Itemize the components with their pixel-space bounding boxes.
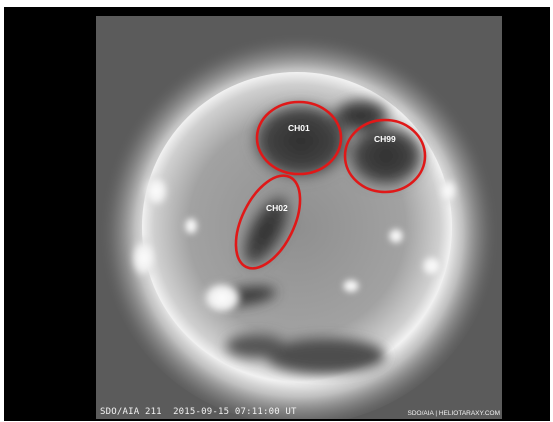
solar-image-panel: CH01 CH99 CH02 SDO/AIA 211 2015-09-15 07… (96, 16, 502, 419)
region-label-ch02: CH02 (266, 203, 288, 213)
sun-disk-illustration: CH01 CH99 CH02 (99, 25, 499, 419)
region-label-ch99: CH99 (374, 134, 396, 144)
timestamp-caption: 2015-09-15 07:11:00 UT (173, 407, 297, 417)
instrument-caption: SDO/AIA 211 (100, 407, 162, 417)
region-ellipse-ch01 (255, 100, 343, 176)
region-label-ch01: CH01 (288, 123, 310, 133)
active-region-brightening (130, 173, 458, 316)
image-caption-instrument: SDO/AIA 211 2015-09-15 07:11:00 UT (100, 407, 297, 417)
region-ellipse-ch02 (234, 174, 302, 270)
region-ellipse-ch99 (343, 118, 427, 194)
credit-caption: SDO/AIA | HELIOTARAXY.COM (407, 410, 500, 417)
